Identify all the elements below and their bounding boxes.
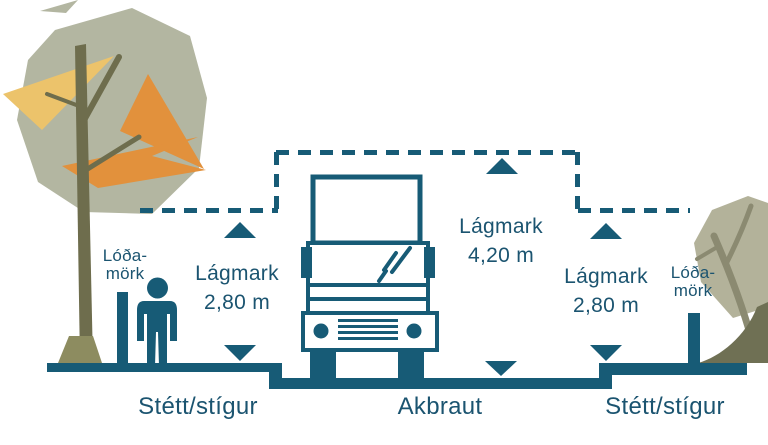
left-boundary-post [117,292,128,363]
tree-branch [45,92,81,108]
tree-trunk [75,44,93,363]
left-ground-label: Stétt/stígur [138,394,258,420]
right-ground-label: Stétt/stígur [605,394,725,420]
bush-mound [698,302,768,363]
tree-canopy-sliver [40,0,78,13]
center-clearance-title: Lágmark [459,215,543,238]
tree-leaf-orange-lower [62,137,206,188]
left-boundary-label-line2: mörk [105,263,145,283]
left-clearance-value: 2,80 m [204,291,270,314]
truck-wheel-left [310,348,336,379]
truck-wheel-right [398,348,424,379]
bush-icon [694,196,768,363]
right-boundary-label-line2: mörk [673,280,713,300]
truck-mirror-left [301,247,312,278]
tree-icon [3,0,207,363]
center-ground-label: Akbraut [398,394,483,420]
left-clearance-label: Lágmark 2,80 m [195,259,279,317]
left-boundary-label: Lóða- mörk [103,247,147,282]
center-ground-label-text: Akbraut [397,393,483,420]
bush-branch [695,244,721,261]
tree-leaf-orange-upper [120,74,204,169]
down-arrow-icon [224,345,256,361]
tree-branch [83,134,142,173]
down-arrow-icon [485,361,517,376]
truck-mirror-right [424,247,435,278]
right-clearance-label: Lágmark 2,80 m [564,262,648,320]
truck-headlight-left [313,323,329,339]
left-clearance-title: Lágmark [195,262,279,285]
person-body [137,301,177,366]
left-boundary-label-line1: Lóða- [102,246,148,265]
truck-headlight-right [406,323,422,339]
truck-cab-lines [308,283,428,301]
right-boundary-label: Lóða- mörk [671,264,715,299]
bush-foliage-sliver [695,228,713,244]
ground-profile [47,363,747,389]
right-ground-label-text: Stétt/stígur [605,393,725,420]
person-head [147,277,168,299]
measure-arrows [224,158,622,376]
truck-icon [301,174,439,379]
up-arrow-icon [224,222,256,238]
truck-grille [338,319,398,340]
truck-cargo-box [310,174,423,246]
right-clearance-title: Lágmark [564,265,648,288]
up-arrow-icon [486,158,518,174]
tree-branch [80,54,122,125]
right-clearance-value: 2,80 m [573,294,639,317]
person-icon [137,277,177,366]
right-boundary-label-line1: Lóða- [670,263,716,282]
center-clearance-label: Lágmark 4,20 m [459,212,543,270]
center-clearance-value: 4,20 m [468,244,534,267]
right-boundary-post [688,313,700,363]
left-ground-label-text: Stétt/stígur [138,393,258,420]
down-arrow-icon [590,345,622,361]
truck-windshield-glare [377,246,412,283]
truck-cab [306,241,430,315]
tree-trunk-base [58,336,102,363]
bush-branch [723,203,754,267]
up-arrow-icon [590,223,622,239]
clearance-outline-dashed [140,150,690,213]
